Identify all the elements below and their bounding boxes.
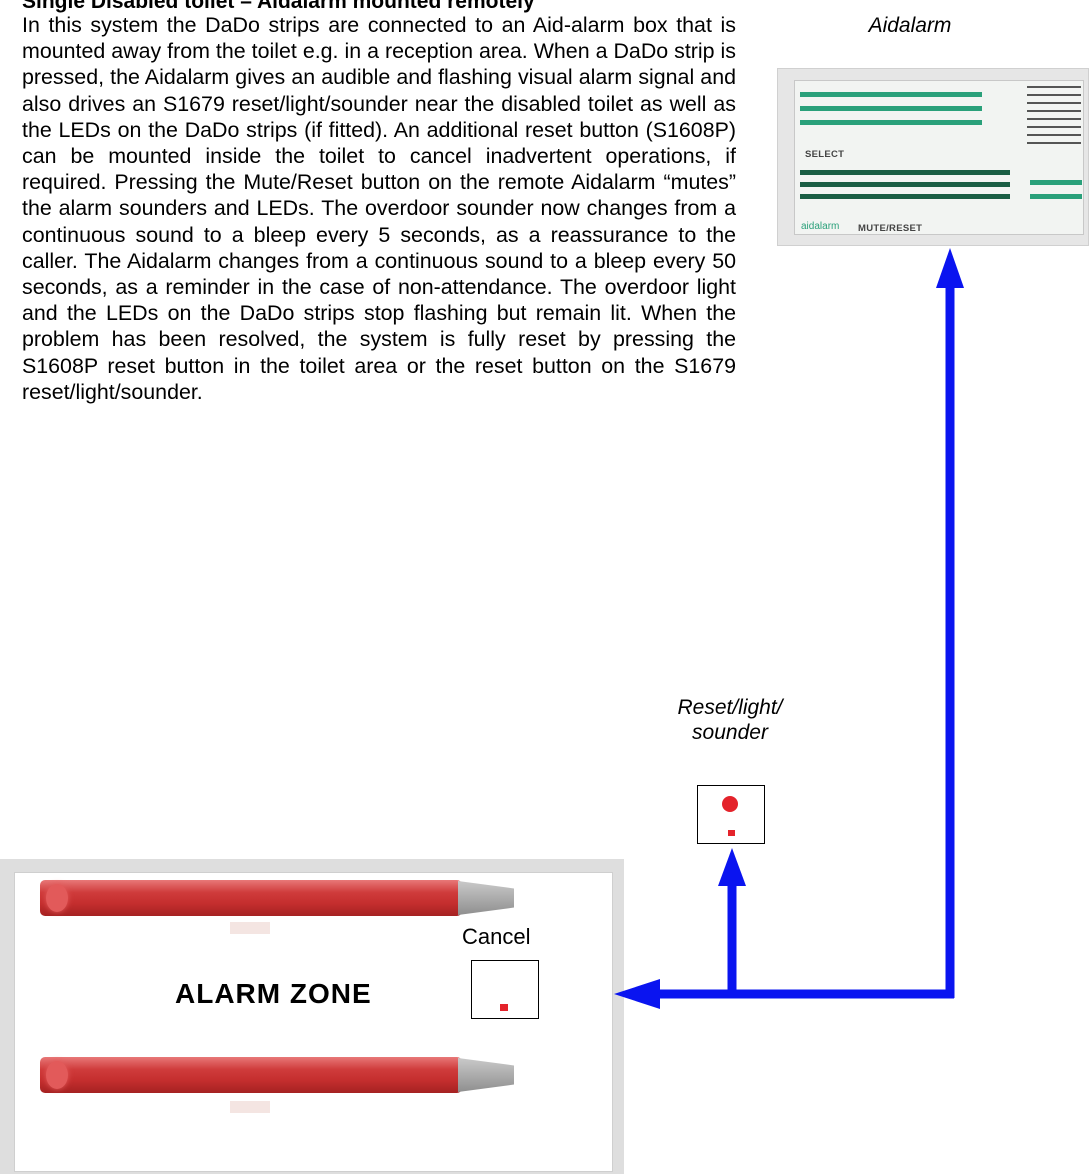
alarm-zone-area bbox=[14, 872, 613, 1172]
dado-strip-bottom bbox=[40, 1057, 462, 1093]
aidalarm-select-label: SELECT bbox=[805, 149, 845, 160]
aidalarm-caption: Aidalarm bbox=[868, 14, 952, 37]
aidalarm-led-bar bbox=[1030, 180, 1082, 185]
dado-strip-label-tag bbox=[230, 922, 270, 934]
arrow-up-to-aidalarm-icon bbox=[936, 248, 964, 288]
aidalarm-mute-reset-label: MUTE/RESET bbox=[858, 223, 923, 234]
cancel-button-icon bbox=[500, 1004, 508, 1011]
description-paragraph: In this system the DaDo strips are conne… bbox=[22, 13, 736, 404]
dado-strip-led-icon bbox=[46, 1061, 68, 1089]
aidalarm-led-bar-dark bbox=[800, 194, 1010, 199]
aidalarm-led-bar bbox=[1030, 194, 1082, 199]
rls-caption-line2: sounder bbox=[692, 721, 768, 744]
alarm-zone-label: ALARM ZONE bbox=[175, 978, 372, 1009]
rls-caption-line1: Reset/light/ bbox=[677, 696, 783, 719]
aidalarm-led-bar bbox=[800, 120, 982, 125]
reset-button-icon bbox=[728, 830, 735, 836]
alarm-light-icon bbox=[722, 796, 738, 812]
dado-strip-label-tag bbox=[230, 1101, 270, 1113]
arrow-left-to-zone-icon bbox=[614, 979, 660, 1009]
section-heading: Single Disabled toilet – Aidalarm mounte… bbox=[22, 0, 535, 13]
dado-strip-led-icon bbox=[46, 884, 68, 912]
reset-light-sounder-caption: Reset/light/ sounder bbox=[640, 695, 820, 745]
aidalarm-led-bar-dark bbox=[800, 170, 1010, 175]
arrow-up-to-rls-icon bbox=[718, 848, 746, 886]
aidalarm-led-bar-dark bbox=[800, 182, 1010, 187]
dado-strip-top bbox=[40, 880, 462, 916]
aidalarm-brand: aidalarm bbox=[801, 221, 840, 232]
aidalarm-speaker-grille bbox=[1027, 86, 1081, 144]
aidalarm-led-bar bbox=[800, 106, 982, 111]
cancel-caption: Cancel bbox=[462, 924, 531, 949]
aidalarm-led-bar bbox=[800, 92, 982, 97]
